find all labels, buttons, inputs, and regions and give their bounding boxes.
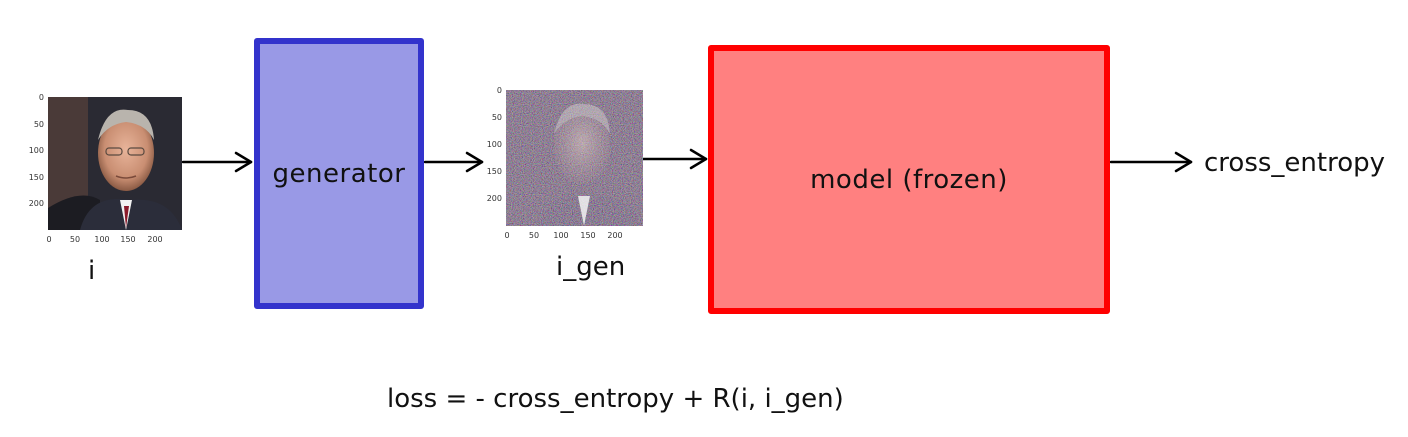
input-face-image (48, 97, 182, 230)
output-label: cross_entropy (1204, 148, 1385, 178)
generated-noisy-face-image (506, 90, 643, 226)
generated-y-tick: 150 (487, 167, 502, 176)
generated-y-tick: 200 (487, 194, 502, 203)
arrow-input-to-generator (181, 151, 253, 173)
generated-x-tick: 0 (504, 231, 509, 240)
model-box: model (frozen) (708, 45, 1110, 314)
generated-x-tick: 50 (529, 231, 539, 240)
input-x-tick: 50 (70, 235, 80, 244)
input-y-tick: 200 (29, 199, 44, 208)
generated-x-tick: 200 (607, 231, 622, 240)
input-x-tick: 0 (46, 235, 51, 244)
arrow-generator-to-igen (423, 151, 484, 173)
arrow-model-to-output (1109, 151, 1193, 173)
generator-label: generator (272, 158, 406, 189)
loss-formula: loss = - cross_entropy + R(i, i_gen) (387, 384, 844, 414)
generated-x-tick: 150 (580, 231, 595, 240)
input-y-tick: 50 (34, 120, 44, 129)
generated-image-plot: 0 50 100 150 200 0 50 100 150 200 (487, 86, 643, 240)
input-y-tick: 0 (39, 93, 44, 102)
input-x-tick: 100 (94, 235, 109, 244)
input-image-plot: 0 50 100 150 200 0 50 100 150 200 (29, 93, 182, 244)
input-y-tick: 100 (29, 146, 44, 155)
input-image-label: i (88, 256, 96, 286)
generated-image-label: i_gen (556, 252, 626, 282)
input-x-tick: 200 (147, 235, 162, 244)
generated-x-tick: 100 (553, 231, 568, 240)
generated-y-tick: 50 (492, 113, 502, 122)
arrow-igen-to-model (641, 148, 708, 170)
input-x-tick: 150 (120, 235, 135, 244)
generated-y-tick: 0 (497, 86, 502, 95)
generator-box: generator (254, 38, 424, 309)
generated-y-tick: 100 (487, 140, 502, 149)
model-label: model (frozen) (810, 164, 1008, 195)
input-y-tick: 150 (29, 173, 44, 182)
